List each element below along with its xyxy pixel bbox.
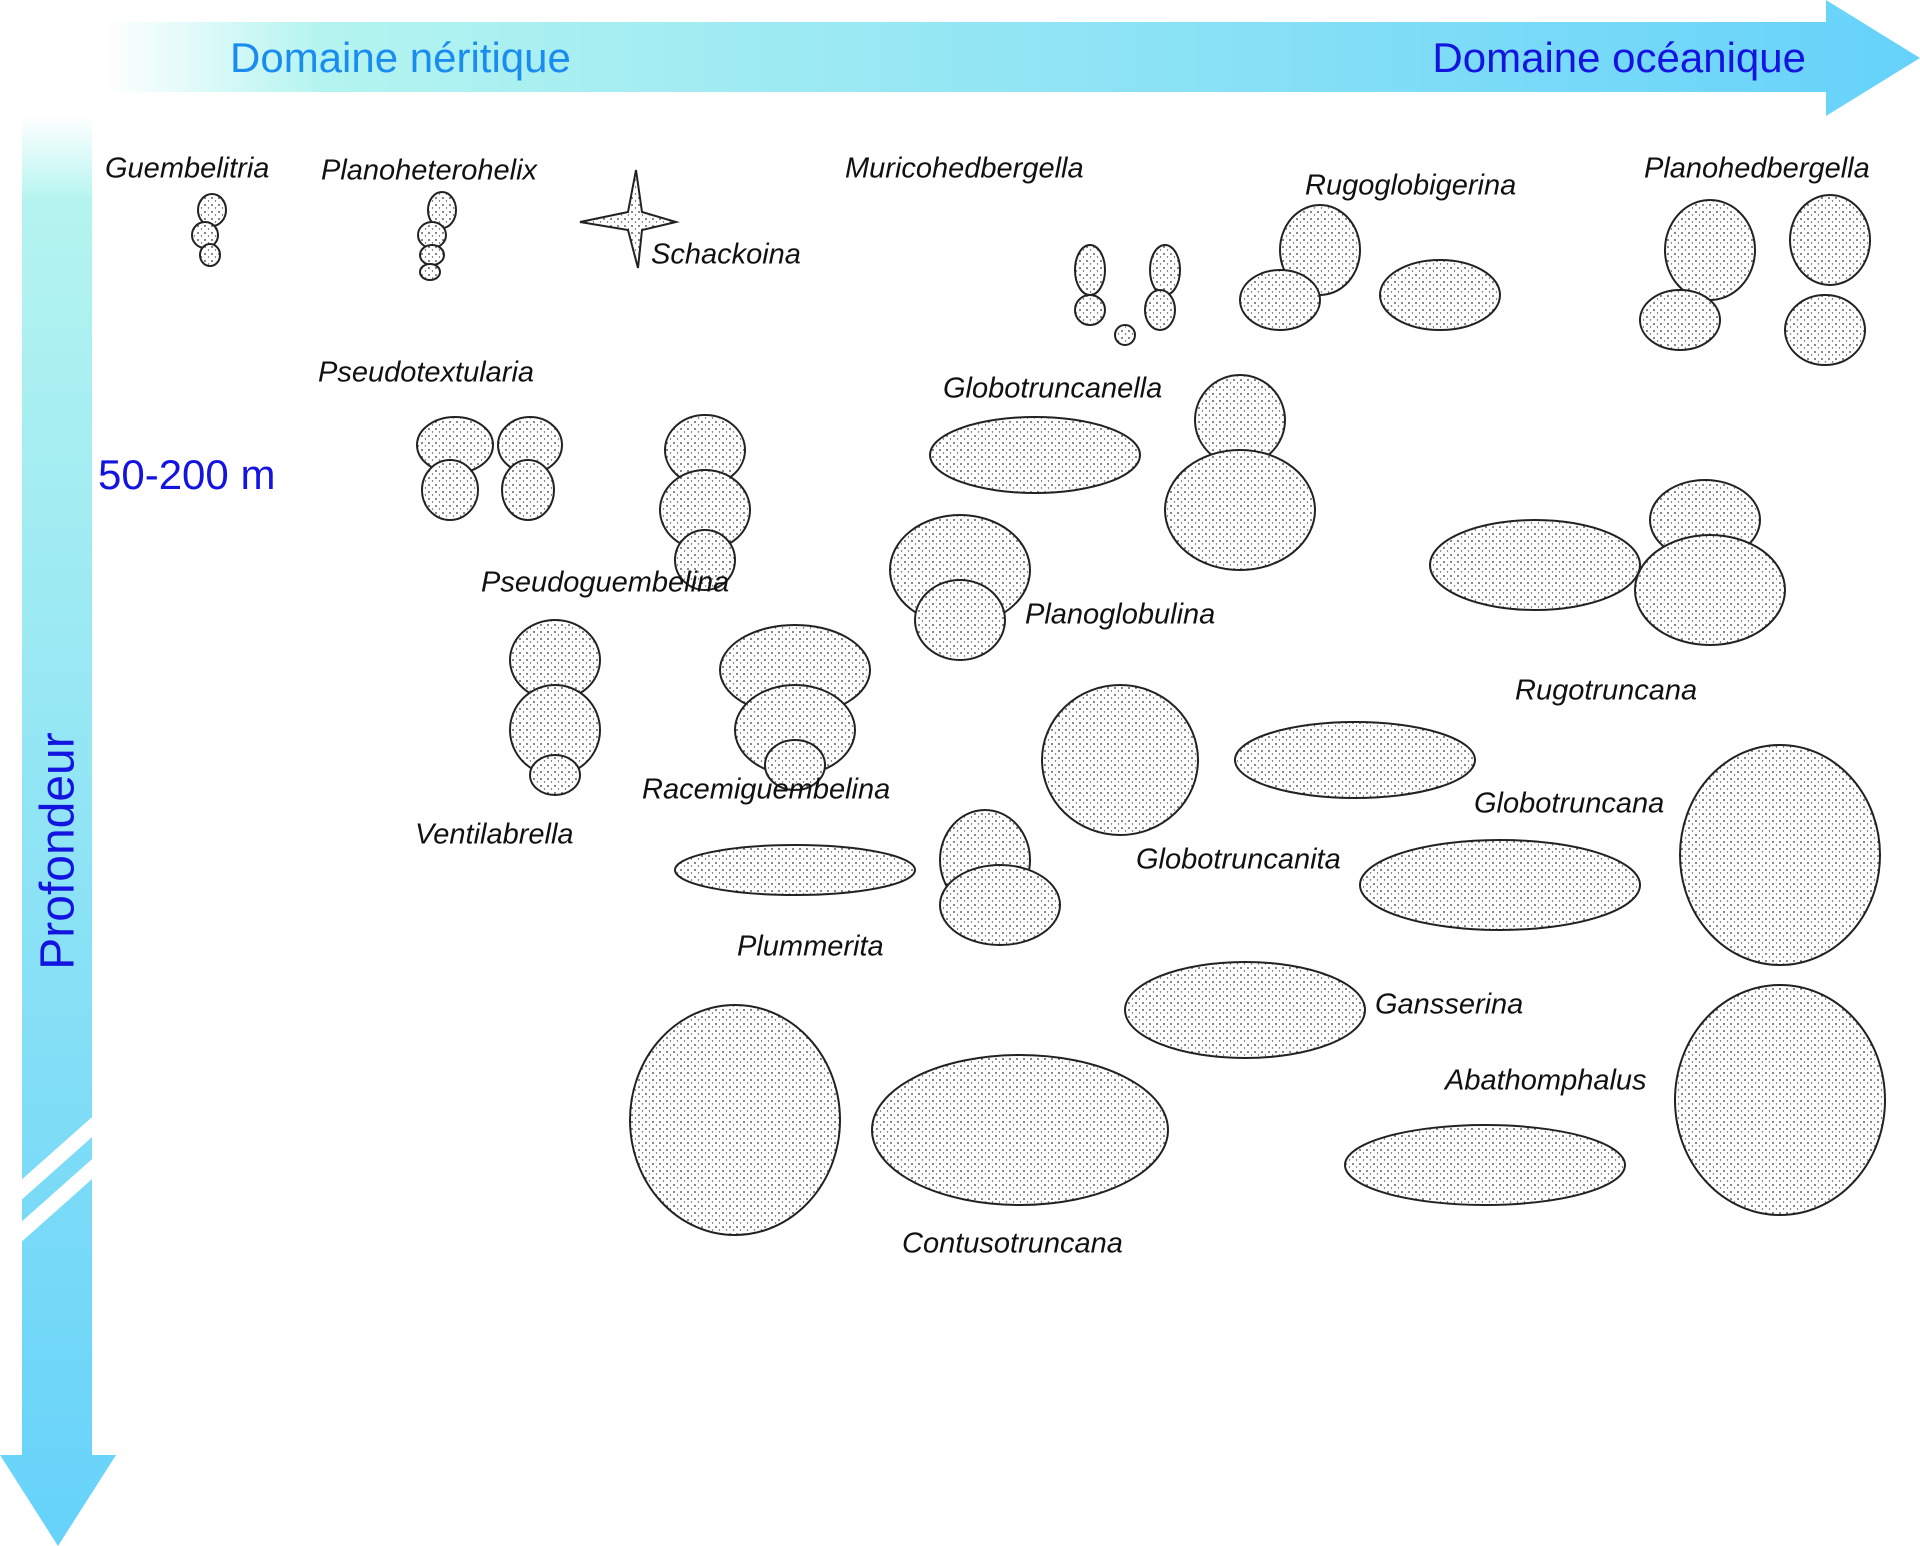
chamber: [197, 193, 227, 227]
chamber: [1164, 449, 1316, 571]
foraminifera-specimen: [929, 374, 1316, 571]
axis-break: [10, 1110, 100, 1252]
chamber: [1634, 534, 1786, 646]
foraminifera-specimen: [1344, 984, 1886, 1216]
foraminifera-specimen: [1041, 684, 1476, 836]
chamber: [939, 864, 1061, 946]
chamber: [914, 579, 1006, 661]
foraminifera-specimen: [191, 193, 227, 267]
foraminifera-specimen: [659, 414, 751, 591]
chamber: [629, 1004, 841, 1236]
horizontal-arrow: [104, 0, 1920, 116]
chamber: [1149, 244, 1181, 296]
foraminifera-specimen: [1239, 204, 1501, 331]
taxon-label: Muricohedbergella: [845, 152, 1084, 185]
taxon-label: Plummerita: [737, 930, 884, 963]
chamber: [529, 754, 581, 796]
chamber: [1239, 269, 1321, 331]
foraminifera-specimen: [1639, 194, 1871, 366]
depth-range-label: 50-200 m: [98, 451, 276, 498]
taxon-label: Pseudoguembelina: [481, 566, 730, 599]
taxon-label: Planoglobulina: [1025, 598, 1216, 631]
chamber: [1234, 721, 1476, 799]
chamber: [1679, 744, 1881, 966]
taxon-label: Globotruncanella: [943, 372, 1163, 405]
taxon-label: Gansserina: [1375, 988, 1524, 1021]
chamber: [674, 844, 916, 896]
taxon-label: Ventilabrella: [415, 818, 574, 851]
chamber: [1074, 244, 1106, 296]
foraminifera-specimen: [629, 1004, 1169, 1236]
taxon-label: Planohedbergella: [1644, 152, 1870, 185]
chamber: [421, 459, 479, 521]
chamber: [199, 243, 221, 267]
chamber: [419, 244, 445, 266]
neritic-domain-label: Domaine néritique: [230, 34, 571, 81]
taxon-label: Rugotruncana: [1515, 674, 1698, 707]
foraminifera-specimen: [1124, 961, 1366, 1059]
chamber: [1784, 294, 1866, 366]
chamber: [1379, 259, 1501, 331]
foraminifera-specimen: [1074, 244, 1181, 346]
taxon-label: Racemiguembelina: [642, 773, 891, 806]
taxon-label: Globotruncana: [1474, 787, 1665, 820]
foraminifera-specimen: [416, 416, 563, 521]
chamber: [674, 529, 736, 591]
chamber: [1144, 289, 1176, 331]
taxon-label: Globotruncanita: [1136, 843, 1341, 876]
chamber: [1429, 519, 1641, 611]
oceanic-domain-label: Domaine océanique: [1432, 34, 1806, 81]
chamber: [871, 1054, 1169, 1206]
chamber: [1639, 289, 1721, 351]
chamber: [1124, 961, 1366, 1059]
chamber: [1344, 1124, 1626, 1206]
taxon-label: Contusotruncana: [902, 1227, 1123, 1260]
taxon-label: Schackoina: [651, 238, 801, 271]
foraminifera-specimen: [674, 809, 1061, 946]
chamber: [1359, 839, 1641, 931]
foraminifera-specimen: [509, 619, 601, 796]
chamber: [1074, 294, 1106, 326]
foraminifera-specimen: [1429, 479, 1786, 646]
foraminifera-specimen: [889, 514, 1031, 661]
chamber: [501, 459, 555, 521]
chamber: [1674, 984, 1886, 1216]
chamber: [1664, 199, 1756, 301]
taxon-label: Pseudotextularia: [318, 356, 535, 389]
schackoina-specimen: [579, 169, 680, 269]
taxon-label: Guembelitria: [105, 152, 270, 185]
chamber: [419, 263, 441, 281]
chamber: [1789, 194, 1871, 286]
taxon-label: Rugoglobigerina: [1305, 169, 1517, 202]
chamber: [764, 739, 826, 791]
chamber: [1041, 684, 1199, 836]
foraminifera-specimen: [417, 191, 457, 281]
chamber: [929, 416, 1141, 494]
foraminifera-specimen: [719, 624, 871, 791]
taxon-label: Planoheterohelix: [321, 154, 538, 187]
foraminifera-specimen: [1359, 744, 1881, 966]
chamber: [1114, 324, 1136, 346]
taxon-label: Abathomphalus: [1445, 1064, 1647, 1097]
